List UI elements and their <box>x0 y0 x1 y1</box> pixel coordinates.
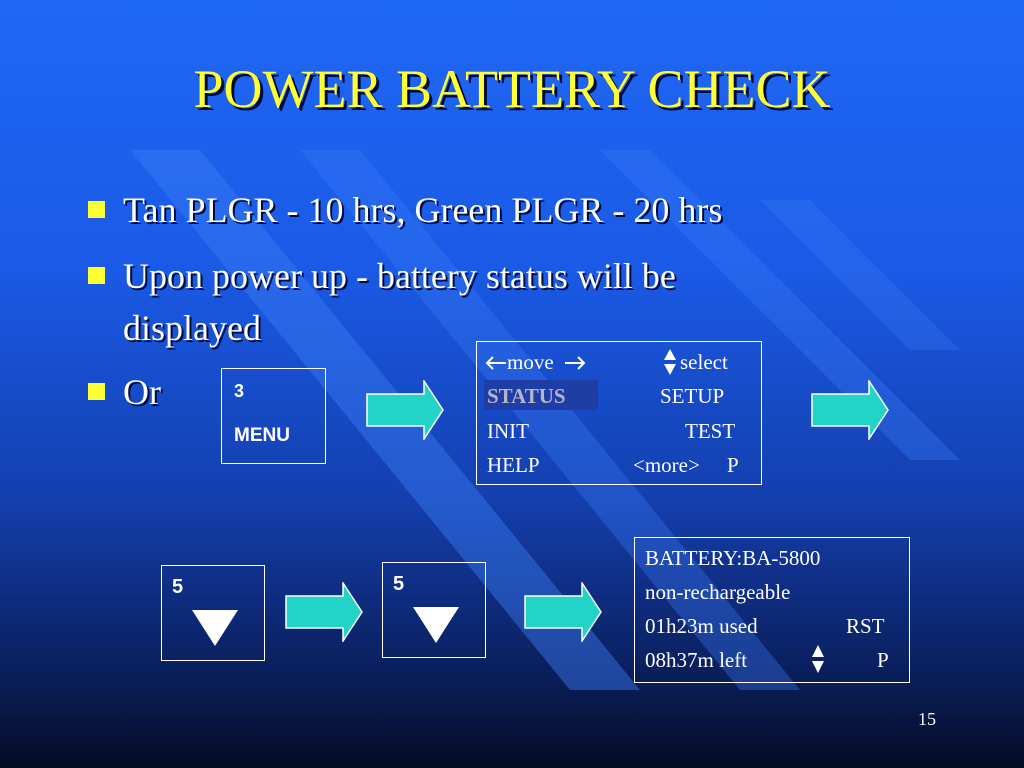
left-arrow-icon <box>485 356 506 370</box>
square-bullet-icon <box>88 201 105 218</box>
down-triangle-icon <box>413 607 459 643</box>
key-label: MENU <box>234 425 290 446</box>
page-indicator: P <box>877 648 889 672</box>
move-label: move <box>507 350 554 374</box>
bullet-text-continued: displayed <box>123 308 261 348</box>
menu-key[interactable]: 3 MENU <box>221 368 326 464</box>
select-label: select <box>680 350 728 374</box>
slide-title: POWER BATTERY CHECK <box>193 59 831 119</box>
square-bullet-icon <box>88 383 105 400</box>
menu-item-help[interactable]: HELP <box>487 453 540 477</box>
key-number: 3 <box>234 381 245 401</box>
down-key-1[interactable]: 5 <box>161 565 265 661</box>
menu-item-status[interactable]: STATUS <box>487 384 566 408</box>
bullet-text: Or <box>123 372 161 412</box>
reset-option[interactable]: RST <box>846 614 885 638</box>
up-down-arrows-icon <box>812 645 824 673</box>
battery-type: BATTERY:BA-5800 <box>645 546 821 570</box>
key-number: 5 <box>393 573 405 595</box>
key-number: 5 <box>172 576 184 598</box>
right-arrow-small-icon <box>565 356 586 370</box>
battery-left: 08h37m left <box>645 648 748 672</box>
right-arrow-icon <box>366 380 444 440</box>
bullet-text: Tan PLGR - 10 hrs, Green PLGR - 20 hrs <box>123 190 723 230</box>
status-highlight <box>484 380 598 410</box>
right-arrow-icon <box>524 582 602 642</box>
bullet-text: Upon power up - battery status will be <box>123 256 676 296</box>
up-down-arrows-icon <box>664 349 676 375</box>
right-arrow-icon <box>285 582 363 642</box>
menu-item-more[interactable]: <more> <box>633 453 700 477</box>
down-triangle-icon <box>192 610 238 646</box>
battery-screen: BATTERY:BA-5800 non-rechargeable 01h23m … <box>634 537 910 683</box>
menu-item-init[interactable]: INIT <box>487 419 529 443</box>
battery-rechargeable: non-rechargeable <box>645 580 791 604</box>
page-indicator: P <box>727 453 739 477</box>
menu-item-setup[interactable]: SETUP <box>660 384 725 408</box>
battery-used: 01h23m used <box>645 614 758 638</box>
page-number: 15 <box>918 709 936 729</box>
menu-item-test[interactable]: TEST <box>685 419 736 443</box>
right-arrow-icon <box>811 380 889 440</box>
down-key-2[interactable]: 5 <box>382 562 486 658</box>
square-bullet-icon <box>88 267 105 284</box>
menu-screen: move select STATUS SETUP INIT TEST HELP … <box>476 341 762 485</box>
